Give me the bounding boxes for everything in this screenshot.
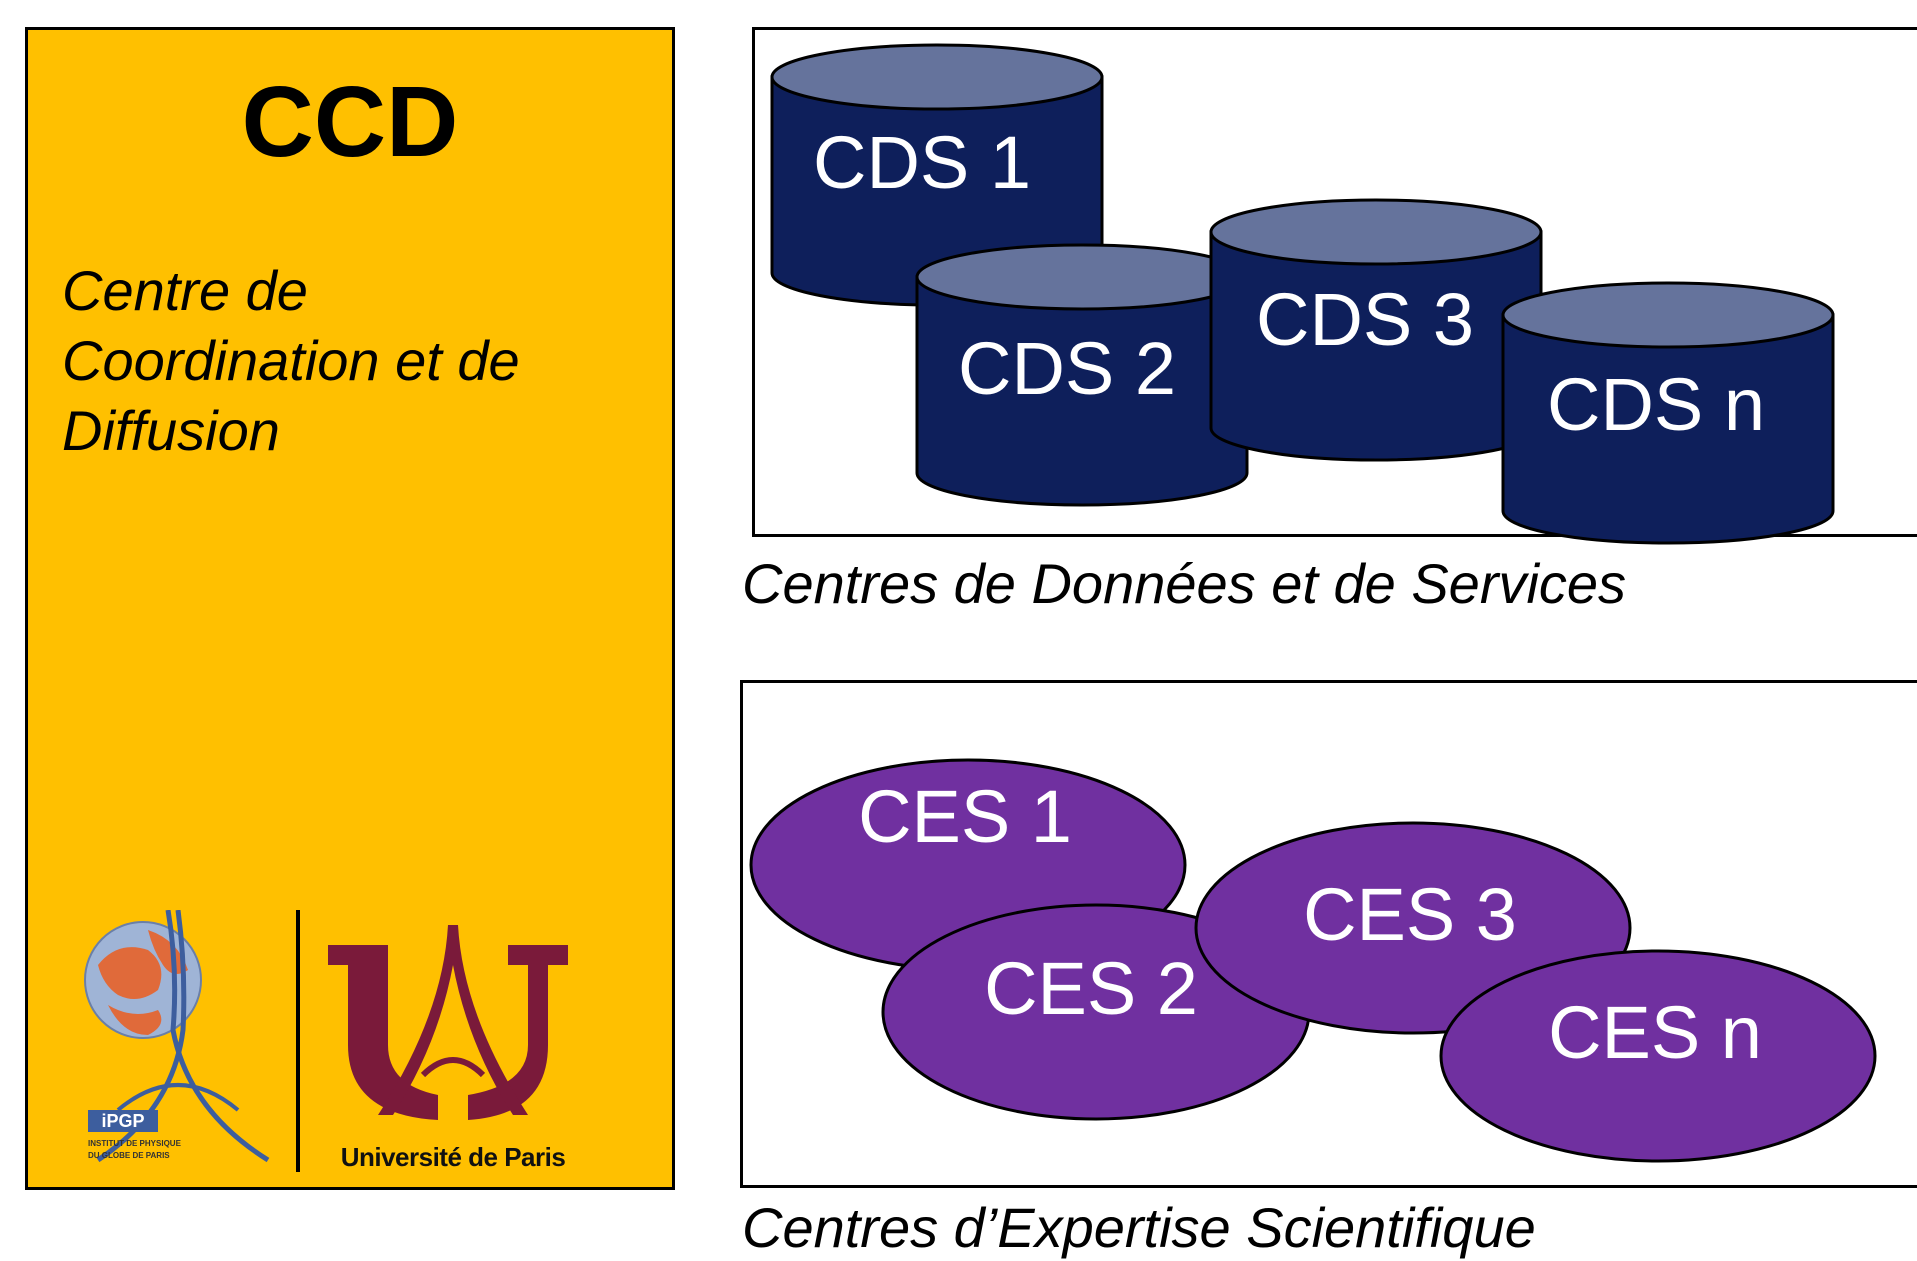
cylinder-body	[915, 275, 1249, 507]
ces-label: CES 3	[1303, 873, 1517, 956]
cylinder-top	[770, 43, 1104, 111]
cds-label: CDS 1	[813, 121, 1031, 204]
ccd-title: CCD	[241, 66, 459, 178]
ccd-panel: CCD Centre de Coordination et de Diffusi…	[25, 27, 675, 1190]
cds-label: CDS 3	[1256, 278, 1474, 361]
universite-de-paris-logo	[328, 925, 568, 1120]
ccd-subtitle: Centre de Coordination et de Diffusion	[62, 256, 662, 466]
cds-nodes: CDS 1 CDS 2 CDS 3 CDS n	[770, 43, 1835, 545]
svg-text:iPGP: iPGP	[101, 1111, 144, 1131]
cylinder-top	[1209, 198, 1543, 266]
ces-node: CES n	[1439, 949, 1877, 1163]
cds-label: CDS 2	[958, 327, 1176, 410]
cds-label: CDS n	[1547, 363, 1765, 446]
universite-de-paris-label: Université de Paris	[340, 1142, 566, 1172]
svg-text:INSTITUT DE PHYSIQUE: INSTITUT DE PHYSIQUE	[88, 1139, 182, 1148]
cds-node: CDS 2	[915, 243, 1249, 507]
ces-nodes: CES 1 CES 2 CES 3 CES n	[749, 758, 1877, 1163]
cds-caption: Centres de Données et de Services	[742, 552, 1627, 615]
ces-caption: Centres d’Expertise Scientifique	[742, 1196, 1536, 1259]
ces-label: CES 2	[984, 947, 1198, 1030]
ces-ellipse	[1439, 949, 1877, 1163]
svg-text:DU GLOBE DE PARIS: DU GLOBE DE PARIS	[88, 1151, 170, 1160]
cylinder-body	[1501, 313, 1835, 545]
ces-node: CES 2	[881, 903, 1311, 1121]
ces-label: CES 1	[858, 775, 1072, 858]
ces-label: CES n	[1548, 991, 1762, 1074]
cds-node: CDS 3	[1209, 198, 1543, 462]
ccd-subtitle-line: Centre de	[62, 259, 308, 322]
ccd-subtitle-line: Coordination et de	[62, 329, 520, 392]
ccd-subtitle-line: Diffusion	[62, 399, 280, 462]
ipgp-logo: iPGP INSTITUT DE PHYSIQUE DU GLOBE DE PA…	[78, 910, 278, 1170]
cds-node: CDS n	[1501, 281, 1835, 545]
logo-divider	[296, 910, 300, 1172]
cylinder-top	[1501, 281, 1835, 349]
cylinder-top	[915, 243, 1249, 311]
